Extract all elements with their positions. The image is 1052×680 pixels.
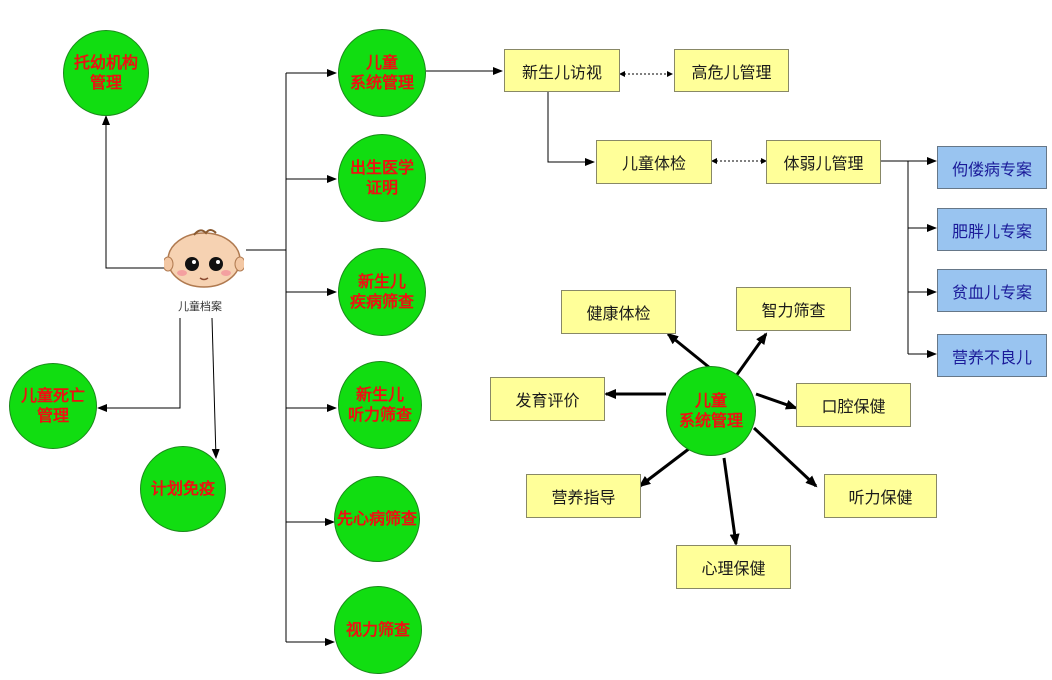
weak-child-management-label: 体弱儿管理 [783,154,864,173]
child-system-management-label: 儿童 系统管理 [349,53,414,92]
oral-care-label: 口腔保健 [821,397,886,416]
malnutrition-box[interactable]: 营养不良儿 [937,334,1047,377]
flow-connectors [426,67,937,358]
health-checkup-label: 健康体检 [586,304,651,323]
rickets-case-label: 佝偻病专案 [951,159,1032,179]
newborn-hearing-screening-circle[interactable]: 新生儿 听力筛查 [338,361,422,449]
immunization-circle[interactable]: 计划免疫 [140,446,226,532]
intelligence-screening-box[interactable]: 智力筛查 [736,287,851,331]
newborn-disease-screening-label: 新生儿 疾病筛查 [349,272,414,311]
child-death-circle[interactable]: 儿童死亡 管理 [9,363,97,449]
anemia-case-label: 贫血儿专案 [951,282,1032,302]
congenital-heart-screening-circle[interactable]: 先心病筛查 [334,476,420,562]
child-checkup-box[interactable]: 儿童体检 [596,140,712,184]
high-risk-management-box[interactable]: 高危儿管理 [674,49,789,92]
child-death-label: 儿童死亡 管理 [20,386,85,425]
nutrition-guidance-label: 营养指导 [551,488,616,507]
hub-system-management-circle[interactable]: 儿童 系统管理 [666,366,756,456]
hearing-care-box[interactable]: 听力保健 [824,474,937,518]
childcare-institution-circle[interactable]: 托幼机构 管理 [63,30,149,116]
newborn-hearing-screening-label: 新生儿 听力筛查 [347,385,412,424]
mental-care-box[interactable]: 心理保健 [676,545,791,589]
root-connectors [97,69,337,646]
immunization-label: 计划免疫 [150,479,215,498]
oral-care-box[interactable]: 口腔保健 [796,383,911,427]
rickets-case-box[interactable]: 佝偻病专案 [937,146,1047,189]
newborn-disease-screening-circle[interactable]: 新生儿 疾病筛查 [338,248,426,336]
obesity-case-label: 肥胖儿专案 [951,221,1032,241]
birth-certificate-label: 出生医学 证明 [349,158,414,197]
development-evaluation-box[interactable]: 发育评价 [490,377,605,421]
hearing-care-label: 听力保健 [848,488,913,507]
congenital-heart-screening-label: 先心病筛查 [336,509,417,528]
vision-screening-label: 视力筛查 [345,620,410,639]
child-system-management-circle[interactable]: 儿童 系统管理 [338,29,426,117]
newborn-visit-box[interactable]: 新生儿访视 [504,49,620,92]
development-evaluation-label: 发育评价 [515,391,580,410]
nutrition-guidance-box[interactable]: 营养指导 [526,474,641,518]
intelligence-screening-label: 智力筛查 [761,301,826,320]
anemia-case-box[interactable]: 贫血儿专案 [937,269,1047,312]
obesity-case-box[interactable]: 肥胖儿专案 [937,208,1047,251]
childcare-institution-label: 托幼机构 管理 [73,53,138,92]
high-risk-management-label: 高危儿管理 [691,62,772,82]
hub-system-management-label: 儿童 系统管理 [678,391,743,430]
baby-face-icon[interactable] [164,226,244,288]
weak-child-management-box[interactable]: 体弱儿管理 [766,140,881,184]
vision-screening-circle[interactable]: 视力筛查 [334,586,422,674]
root-label: 儿童档案 [178,300,222,313]
child-checkup-label: 儿童体检 [621,154,686,173]
birth-certificate-circle[interactable]: 出生医学 证明 [338,134,426,222]
health-checkup-box[interactable]: 健康体检 [561,290,676,334]
mental-care-label: 心理保健 [701,559,766,578]
newborn-visit-label: 新生儿访视 [521,62,602,82]
malnutrition-label: 营养不良儿 [951,347,1032,367]
hub-spokes [604,332,818,546]
